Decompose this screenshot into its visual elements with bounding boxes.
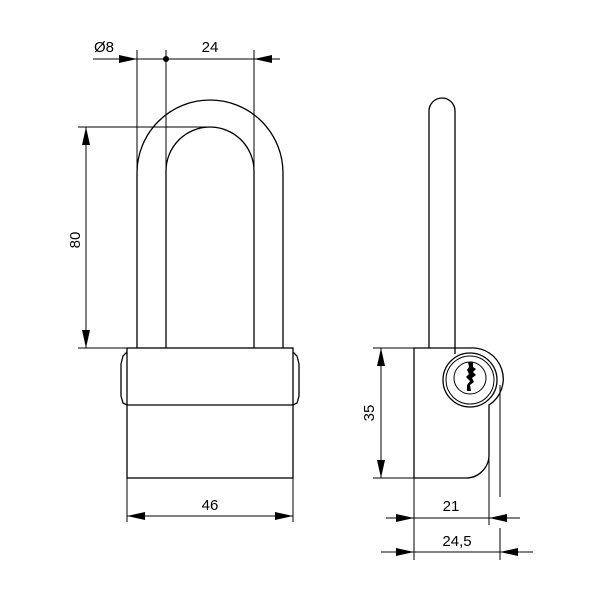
total-depth-label: 24,5 [442,533,471,550]
front-view: Ø8 24 80 46 [67,39,300,522]
shackle-height-label: 80 [67,232,84,249]
body-width-dimension [126,478,294,522]
keyway-icon [466,362,476,391]
side-view: 35 21 24,5 [361,97,533,560]
shackle-side [428,97,456,354]
body-height-label: 35 [361,405,378,422]
body-height-dimension [373,347,414,479]
shackle-height-dimension [78,126,210,349]
shackle-front [136,99,284,348]
body-depth-dimension [386,455,520,525]
body-width-label: 46 [202,497,219,514]
lock-body-side [413,347,504,560]
shackle-dimension-lines [93,50,280,348]
total-depth-dimension [381,385,533,560]
key-cylinder [442,352,498,408]
shackle-diameter-label: Ø8 [94,39,114,56]
body-depth-label: 21 [443,498,460,515]
shackle-spacing-label: 24 [202,39,219,56]
lock-body-front [120,347,300,479]
